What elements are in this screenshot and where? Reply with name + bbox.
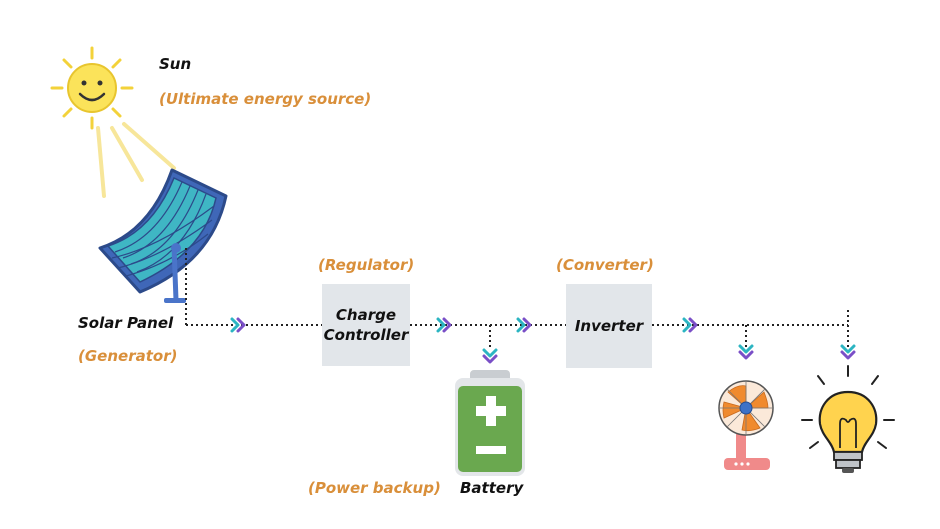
inverter-box: Inverter xyxy=(566,284,652,368)
battery-label: Battery xyxy=(460,479,524,497)
sun-label: Sun xyxy=(159,55,192,73)
sun-icon xyxy=(50,46,134,130)
solar-panel-icon xyxy=(98,168,228,303)
inverter-role-label: (Converter) xyxy=(556,256,654,274)
fan-icon xyxy=(718,380,774,470)
battery-role-label: (Power backup) xyxy=(308,479,441,497)
wiring xyxy=(185,248,849,352)
inverter-label: Inverter xyxy=(574,317,644,335)
charge-controller-role-label: (Regulator) xyxy=(318,256,415,274)
sun-rays xyxy=(96,122,176,198)
solar-panel-role-label: (Generator) xyxy=(78,347,178,365)
light-bulb-icon xyxy=(801,365,895,473)
sun-role-label: (Ultimate energy source) xyxy=(159,90,372,108)
battery-icon xyxy=(455,370,525,476)
charge-controller-box: Charge Controller xyxy=(322,284,410,366)
charge-controller-label-line1: Charge xyxy=(335,306,397,324)
solar-panel-label: Solar Panel xyxy=(78,314,174,332)
charge-controller-label-line2: Controller xyxy=(323,326,409,344)
